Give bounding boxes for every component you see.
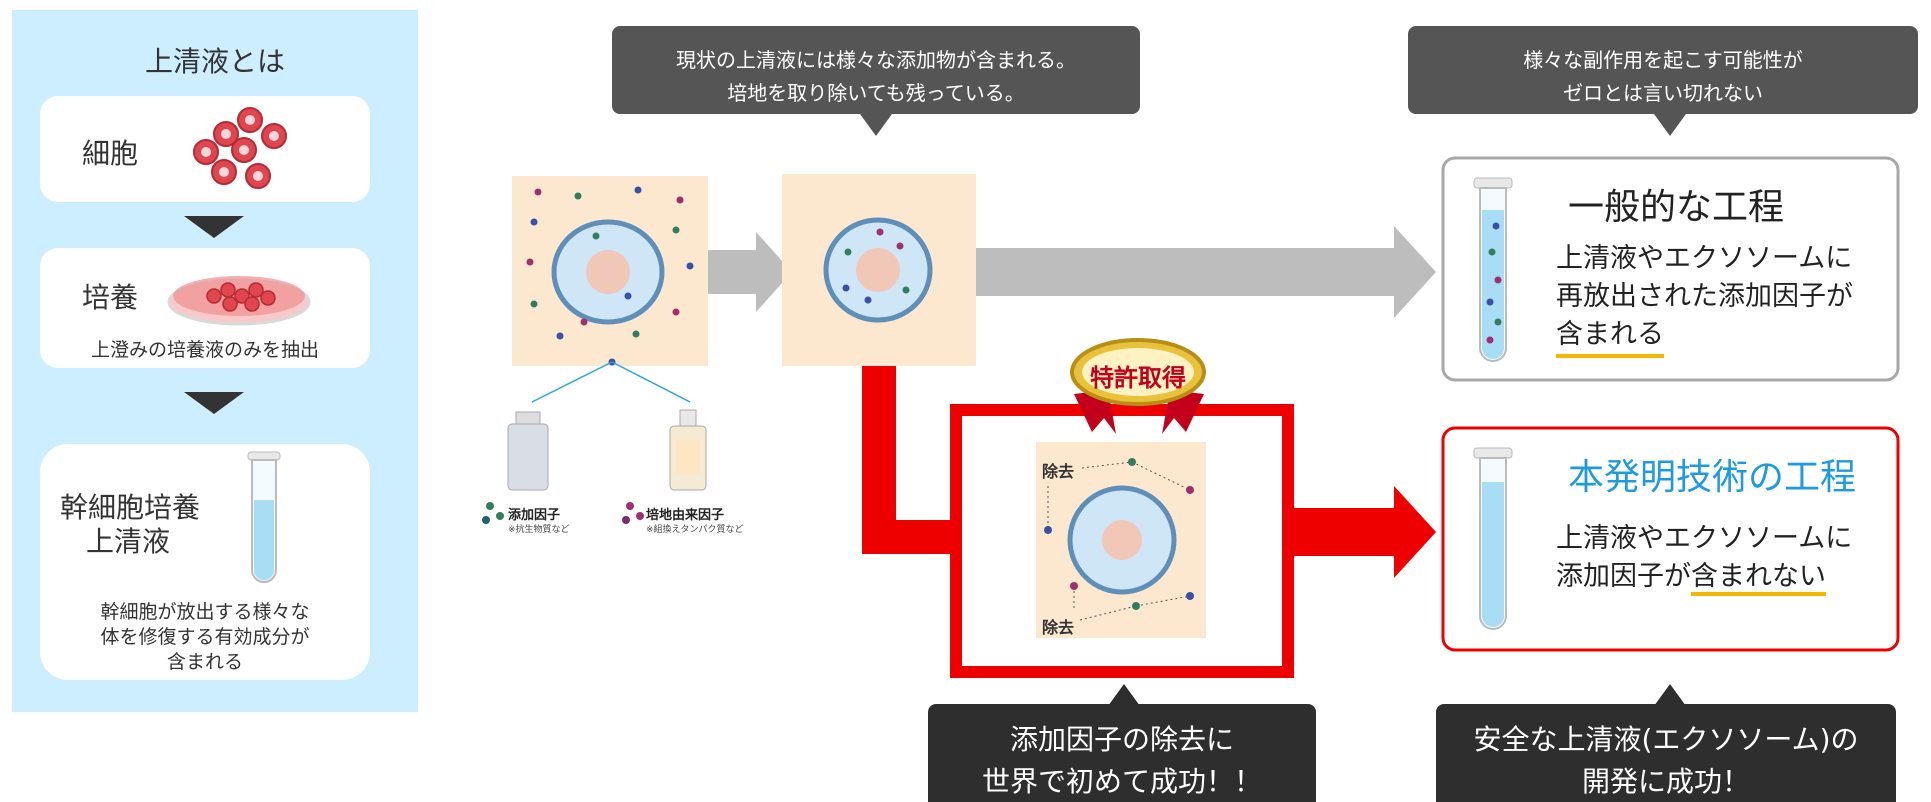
callout-pointer-icon — [1108, 684, 1140, 706]
factor-dots — [526, 186, 694, 366]
invention-process-title: 本発明技術の工程 — [1568, 457, 1857, 498]
down-arrow-icon — [184, 392, 244, 414]
general-process-line2: 再放出された添加因子が — [1556, 281, 1853, 312]
general-process-line3: 含まれる — [1556, 316, 1664, 358]
additive-bottle-icon — [507, 411, 549, 491]
medium-factor-label: 培地由来因子 — [646, 508, 725, 523]
culture-label: 培養 — [82, 281, 139, 314]
removal-label: 除去 — [1042, 462, 1075, 481]
invention-process-line2: 添加因子が含まれない — [1556, 558, 1826, 596]
callout-line1: 現状の上清液には様々な添加物が含まれる。 — [676, 48, 1076, 72]
callout-line2: 開発に成功！ — [1581, 765, 1750, 798]
supernatant-explainer-panel: 上清液とは 細胞 培養 上澄みの培養液のみを抽出 — [12, 10, 418, 712]
general-process-box — [1441, 156, 1900, 382]
stem-desc-line3: 含まれる — [166, 651, 243, 673]
down-arrow-icon — [184, 216, 244, 238]
invention-process-box — [1441, 426, 1900, 652]
panel-title: 上清液とは — [144, 45, 285, 78]
invention-line2-underlined: 含まれない — [1691, 561, 1826, 596]
callout-line2: 世界で初めて成功！！ — [981, 765, 1262, 798]
cells-label: 細胞 — [82, 137, 139, 170]
top-middle-callout: 現状の上清液には様々な添加物が含まれる。 培地を取り除いても残っている。 — [612, 26, 1140, 114]
callout-line2: ゼロとは言い切れない — [1563, 81, 1763, 105]
red-cells-icon — [193, 107, 287, 189]
stem-label-line2: 上清液 — [86, 525, 171, 558]
general-process-line1: 上清液やエクソソームに — [1556, 243, 1853, 274]
top-right-callout: 様々な副作用を起こす可能性が ゼロとは言い切れない — [1408, 26, 1918, 114]
callout-pointer-icon — [1654, 684, 1686, 706]
callout-line1: 様々な副作用を起こす可能性が — [1523, 48, 1803, 72]
stem-desc-line1: 幹細胞が放出する様々な — [100, 601, 310, 623]
additive-factor-label: 添加因子 — [508, 508, 561, 523]
bottom-right-callout: 安全な上清液(エクソソーム)の 開発に成功！ — [1436, 704, 1896, 802]
callout-pointer-icon — [1654, 114, 1686, 136]
removal-label: 除去 — [1042, 618, 1075, 637]
red-path-right-in — [862, 520, 958, 554]
grey-arrow-long — [974, 226, 1436, 318]
culture-card: 培養 上澄みの培養液のみを抽出 — [40, 248, 370, 368]
patent-badge-text: 特許取得 — [1090, 363, 1186, 392]
test-tube-clean-icon — [1473, 447, 1513, 630]
test-tube-with-factors-icon — [1473, 177, 1513, 362]
callout-line1: 添加因子の除去に — [1009, 723, 1234, 756]
grey-arrow-short — [708, 232, 792, 312]
culture-note: 上澄みの培養液のみを抽出 — [90, 339, 319, 361]
stem-cell-card: 幹細胞培養 上清液 幹細胞が放出する様々な 体を修復する有効成分が 含まれる — [40, 444, 370, 680]
removal-frame — [950, 404, 1294, 678]
invention-process-line1: 上清液やエクソソームに — [1556, 523, 1853, 554]
stem-label-line1: 幹細胞培養 — [60, 491, 201, 524]
callout-line1: 安全な上清液(エクソソーム)の — [1473, 723, 1859, 756]
callout-pointer-icon — [860, 114, 892, 136]
additive-factor-note: ※抗生物質など — [508, 525, 570, 535]
patent-medal-icon — [1070, 338, 1206, 434]
petri-dish-icon — [167, 276, 311, 326]
medium-factor-note: ※組換えタンパク質など — [646, 525, 744, 535]
callout-line2: 培地を取り除いても残っている。 — [727, 81, 1025, 105]
medium-bottle-icon — [669, 409, 707, 491]
test-tube-icon — [247, 451, 281, 583]
stem-desc-line2: 体を修復する有効成分が — [100, 626, 310, 648]
general-process-title: 一般的な工程 — [1568, 187, 1785, 228]
bottom-middle-callout: 添加因子の除去に 世界で初めて成功！！ — [928, 704, 1316, 802]
red-arrow-out — [1294, 486, 1436, 578]
invention-line2-prefix: 添加因子が — [1556, 561, 1691, 592]
cells-card: 細胞 — [40, 96, 370, 202]
